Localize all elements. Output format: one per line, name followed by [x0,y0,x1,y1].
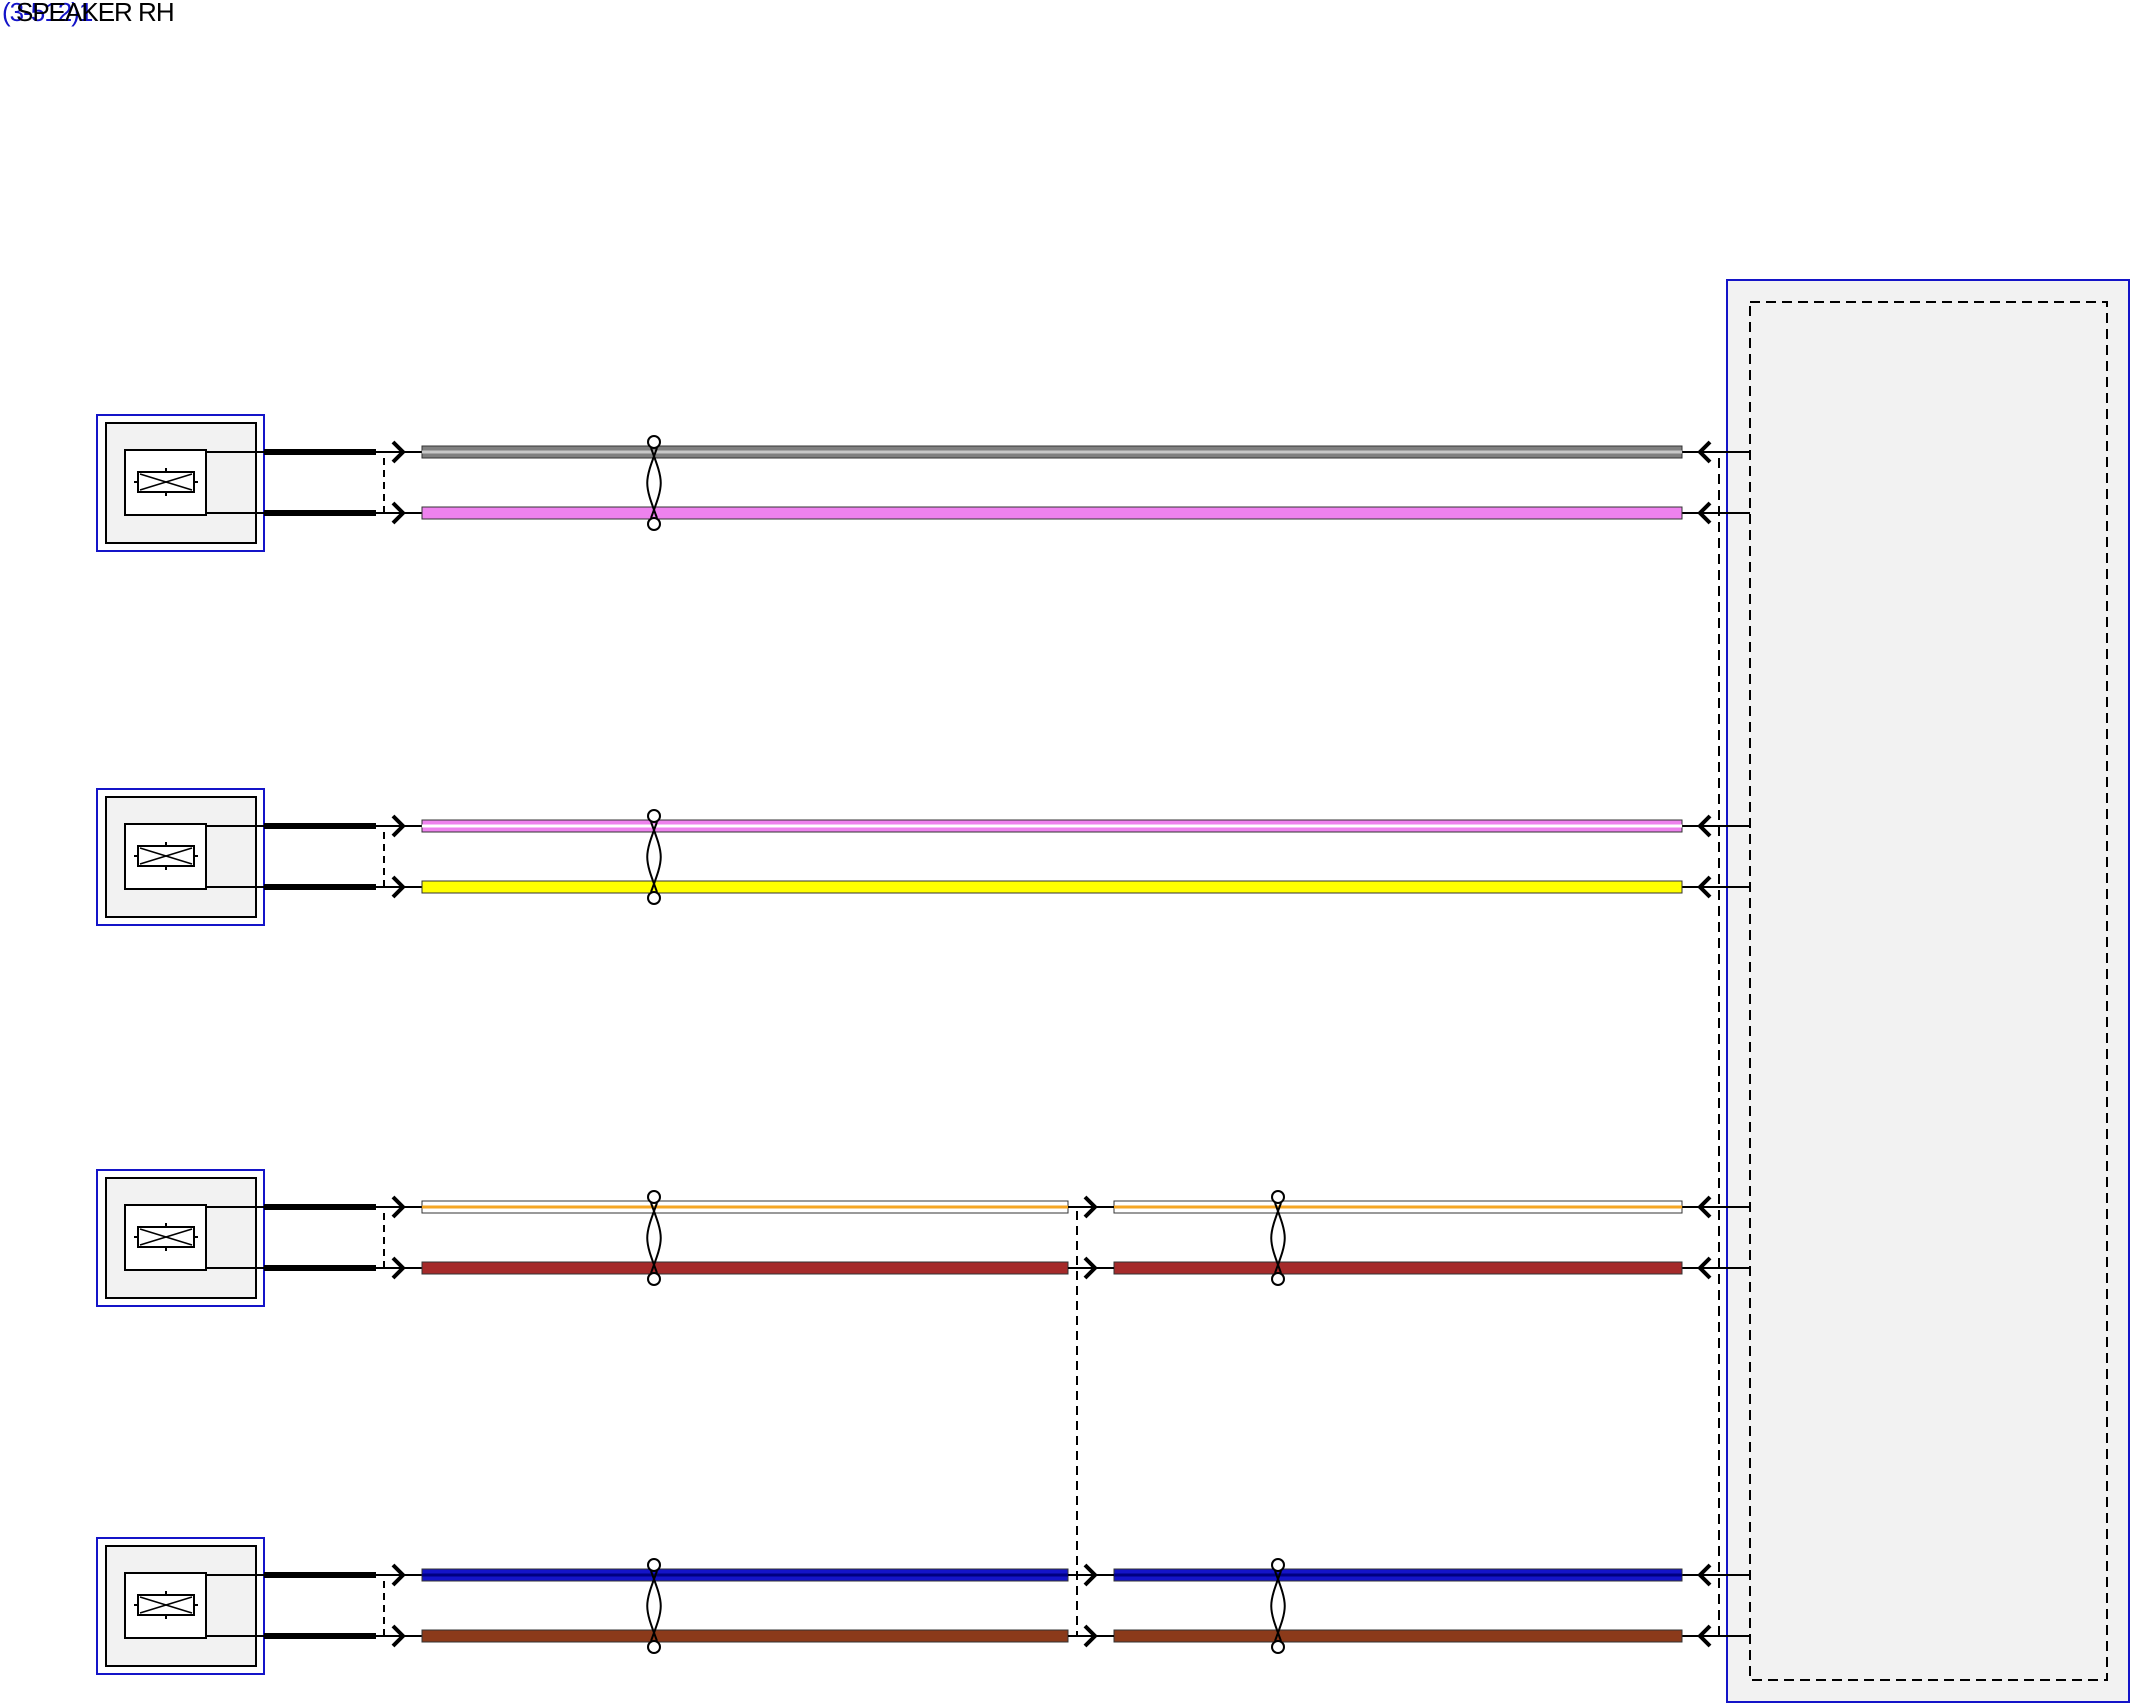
wire-2-seg-b [1113,1629,1683,1643]
inline-connector-pin-2 [1083,1624,1098,1648]
twisted-pair-marker-b [1270,1558,1286,1654]
component-name: SPEAKER RH [16,0,175,27]
audio-module-inner-border [1749,301,2108,1681]
connector-pin-2 [391,1256,406,1280]
speaker-1 [96,414,1750,552]
connector-pin-2 [391,1624,406,1648]
inline-connector-pin-2 [1083,1256,1098,1280]
speaker-2 [96,788,1750,926]
module-pin-2 [1697,875,1712,899]
wire-2 [421,880,1683,894]
wire-2-seg-b [1113,1261,1683,1275]
audio-module [1726,279,2130,1703]
module-pin-1 [1697,440,1712,464]
connector-pin-1 [391,814,406,838]
inline-connector-pin-1 [1083,1563,1098,1587]
speaker-4 [96,1537,1750,1675]
module-pin-2 [1697,1624,1712,1648]
twisted-pair-marker-b [1270,1190,1286,1286]
module-pin-1 [1697,1195,1712,1219]
twisted-pair-marker-a [646,1190,662,1286]
module-pin-1 [1697,814,1712,838]
module-pin-2 [1697,501,1712,525]
connector-pin-2 [391,875,406,899]
speaker-3 [96,1169,1750,1307]
wire-2-seg-a [421,1629,1069,1643]
wire-2 [421,506,1683,520]
connector-pin-1 [391,1195,406,1219]
module-pin-1 [1697,1563,1712,1587]
twisted-pair-marker [646,435,662,531]
connector-pin-1 [391,440,406,464]
connector-pin-1 [391,1563,406,1587]
wire-2-seg-a [421,1261,1069,1275]
twisted-pair-marker-a [646,1558,662,1654]
connector-pin-2 [391,501,406,525]
module-pin-2 [1697,1256,1712,1280]
component-reference: (3‑512)1 [2,0,93,27]
twisted-pair-marker [646,809,662,905]
inline-connector-pin-1 [1083,1195,1098,1219]
